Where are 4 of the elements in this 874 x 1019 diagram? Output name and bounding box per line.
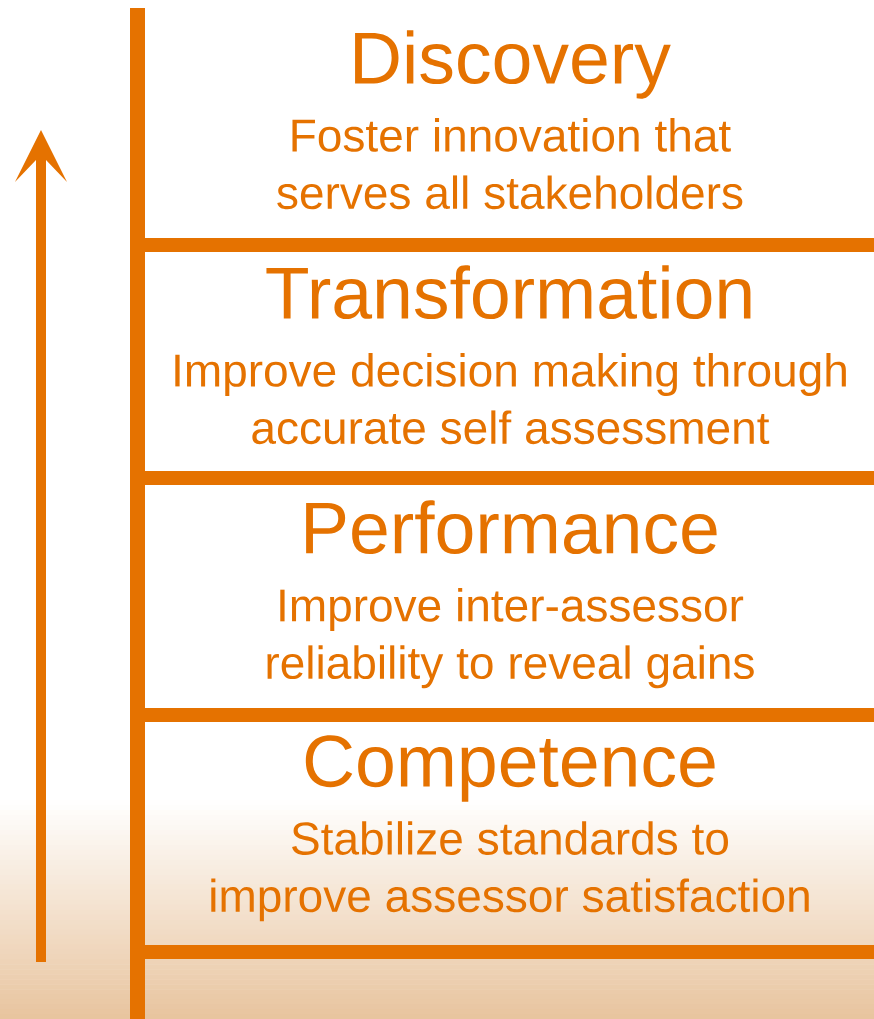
step-label: Transformation Improve decision making through accurate self assessment: [175, 265, 846, 445]
step-label: Discovery Foster innovation that serves all stakeholders: [277, 30, 743, 210]
step-label: Performance Improve inter-assessor reliability to reveal gains: [267, 500, 754, 689]
step-label: Competence Stabilize standards to improve assessor satisfaction: [211, 735, 809, 922]
